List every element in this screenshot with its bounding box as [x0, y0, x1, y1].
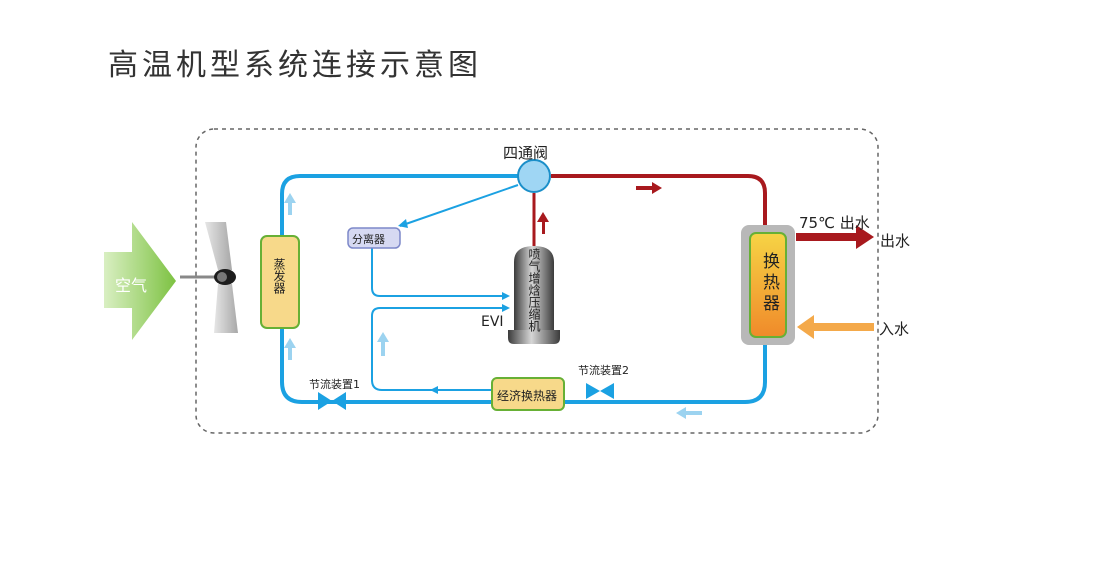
flow-arrow-icon	[537, 182, 662, 234]
economizer	[491, 377, 565, 411]
economizer-injection-line	[371, 307, 505, 391]
page-title: 高温机型系统连接示意图	[108, 48, 482, 83]
water-out-arrow	[796, 225, 874, 249]
evaporator	[260, 235, 300, 329]
flow-arrow-icon	[284, 193, 702, 419]
evaporator-label: 蒸发器	[272, 258, 286, 294]
throttle-2-label: 节流装置2	[578, 364, 629, 377]
compressor	[508, 246, 560, 344]
outlet-temp-label: 75℃ 出水	[799, 214, 870, 232]
fan-icon	[180, 222, 238, 333]
red-pipe-discharge	[551, 174, 767, 227]
compressor-label: 喷气增焓压缩机	[527, 248, 541, 332]
separator-arrowhead	[398, 219, 408, 228]
separator	[347, 227, 401, 249]
economizer-flow-arrowhead	[430, 386, 438, 394]
evi-label: EVI	[481, 314, 504, 330]
throttle-1-label: 节流装置1	[309, 378, 360, 391]
separator-label: 分离器	[352, 233, 385, 246]
air-arrow	[104, 222, 176, 340]
valve-to-separator-line	[399, 184, 519, 227]
economizer-label: 经济换热器	[497, 389, 558, 403]
compressor-suction-arrowhead	[502, 292, 510, 300]
water-out-label: 出水	[880, 232, 911, 250]
blue-pipe-main	[280, 174, 767, 404]
four-way-valve-label: 四通阀	[503, 144, 549, 162]
valve-icon	[318, 383, 614, 410]
water-in-label: 入水	[879, 320, 910, 338]
system-boundary	[195, 128, 879, 434]
air-label: 空气	[115, 276, 148, 295]
water-in-arrow	[797, 315, 874, 339]
heat-exchanger	[749, 232, 787, 338]
four-way-valve	[517, 159, 551, 193]
separator-to-compressor-line	[371, 248, 505, 297]
injection-arrowhead	[502, 304, 510, 312]
heat-exchanger-label: 换热器	[759, 252, 779, 315]
